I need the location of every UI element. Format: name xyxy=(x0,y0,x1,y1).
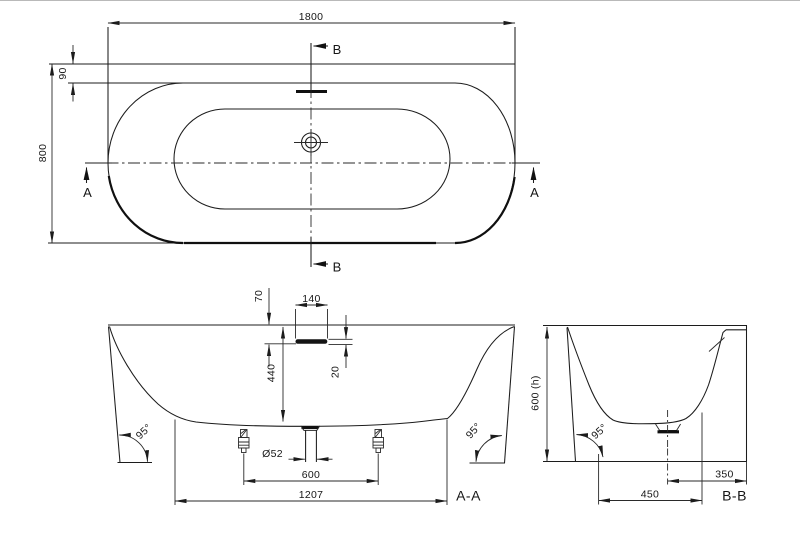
section-aa-view: 140 70 20 440 Ø52 600 1207 95° 95° A-A xyxy=(107,288,516,505)
angle-arc-left xyxy=(118,432,150,463)
aa-left-foot xyxy=(238,429,250,453)
aa-basin-profile xyxy=(108,326,515,427)
dim-text-height: 600 (h) xyxy=(530,375,542,410)
dim-text-overflow-height: 20 xyxy=(330,366,342,378)
aa-overflow-slot xyxy=(295,339,328,344)
bb-front-skirt xyxy=(566,327,577,462)
section-marker-a-right: A xyxy=(530,185,539,200)
section-marker-a-left: A xyxy=(83,185,92,200)
bb-basin-profile xyxy=(567,326,727,425)
dim-text-feet-spacing: 600 xyxy=(302,469,320,481)
dim-text-overflow-drop: 70 xyxy=(253,290,265,302)
bb-angle-text: 95° xyxy=(589,422,610,442)
section-bb-view: 600 (h) 95° 450 350 B-B xyxy=(530,324,748,505)
section-marker-b-bottom: B xyxy=(333,260,342,275)
dim-ext-450 xyxy=(598,412,703,505)
aa-drain-body xyxy=(300,425,321,431)
angle-arc-right xyxy=(474,434,503,463)
section-marker-b-top: B xyxy=(333,42,342,57)
dim-text-base-width: 450 xyxy=(641,489,659,501)
basin-inner-rim xyxy=(173,108,451,210)
section-bb-label: B-B xyxy=(722,488,747,504)
apron-right-arc xyxy=(454,82,516,244)
apron-right-arc-thick xyxy=(454,176,516,245)
angle-text-left: 95° xyxy=(134,422,154,442)
plan-view: 1800 800 90 A A B B xyxy=(37,11,540,275)
dim-text-rim-offset: 90 xyxy=(57,67,69,79)
aa-drain-pipe xyxy=(305,430,317,462)
dim-ext-600 xyxy=(243,453,379,485)
dim-text-drain-offset: 350 xyxy=(715,469,733,481)
section-aa-label: A-A xyxy=(456,488,481,504)
bb-wall-tick xyxy=(708,337,725,352)
dim-text-overall-width: 800 xyxy=(37,144,49,162)
aa-right-skirt xyxy=(503,326,516,464)
dim-text-drain-diameter: Ø52 xyxy=(262,448,283,460)
apron-left-arc-thick xyxy=(107,175,184,245)
dim-text-base-length: 1207 xyxy=(299,489,324,501)
dim-ext-1207 xyxy=(174,419,448,505)
dim-ext-20 xyxy=(328,338,353,345)
bb-angle-arc xyxy=(576,433,604,458)
dim-text-depth: 440 xyxy=(266,364,278,382)
dim-text-overall-length: 1800 xyxy=(299,11,324,23)
aa-left-skirt xyxy=(107,326,121,463)
dim-text-overflow-width: 140 xyxy=(302,293,320,305)
aa-right-foot xyxy=(372,429,384,453)
dim-ext-140 xyxy=(295,309,328,339)
angle-text-right: 95° xyxy=(464,421,484,442)
